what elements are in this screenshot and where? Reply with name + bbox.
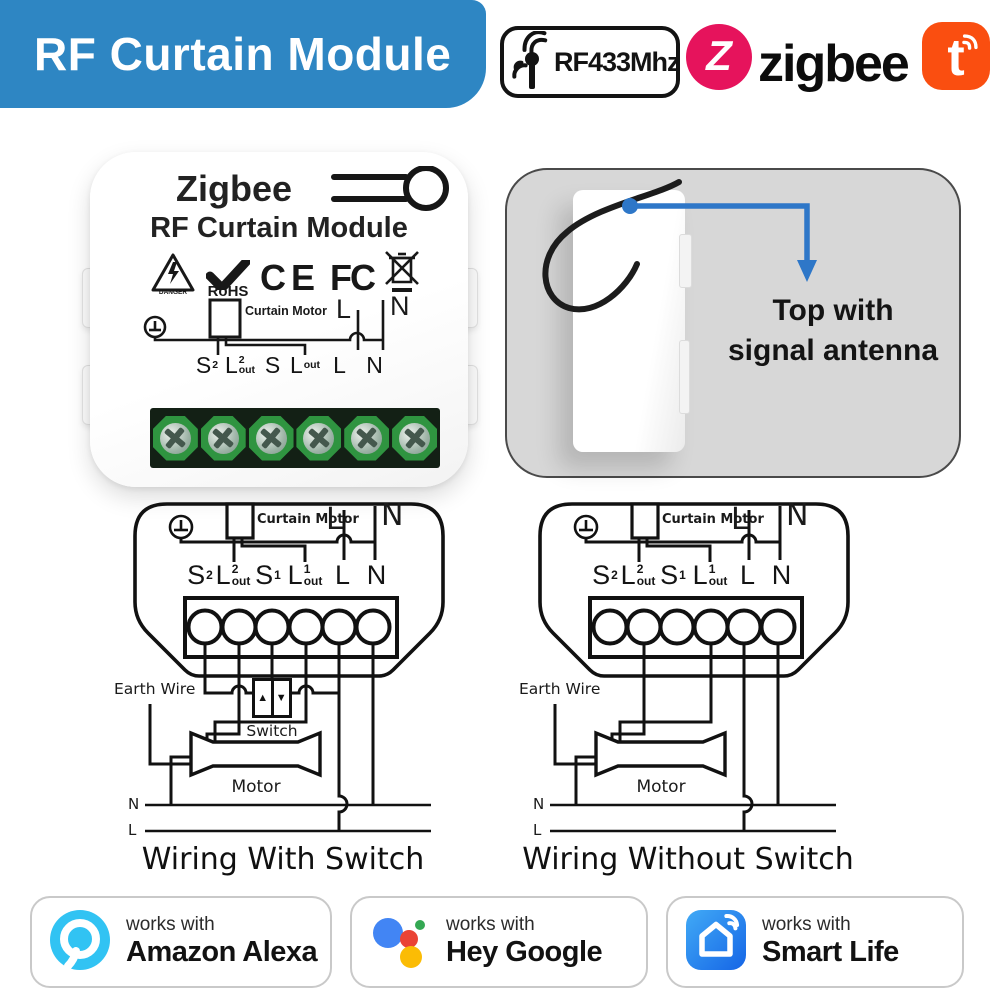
- danger-icon: DANGER: [150, 252, 196, 299]
- d1-earth-label: Earth Wire: [114, 680, 196, 698]
- d2-earth-label: Earth Wire: [519, 680, 601, 698]
- works-with-text: works with: [126, 914, 215, 936]
- terminal-block: [150, 408, 440, 468]
- d1-n-rail-label: N: [128, 795, 140, 813]
- page-title: RF Curtain Module: [34, 28, 452, 80]
- d2-n-rail-label: N: [533, 795, 545, 813]
- d1-l-rail-label: L: [128, 821, 137, 839]
- tuya-signal-arcs-icon: [960, 30, 982, 57]
- d1-top-n: N: [381, 498, 404, 533]
- device-side-photo: [573, 190, 692, 452]
- rohs-label: RoHS: [207, 283, 249, 300]
- device-brand: Zigbee: [176, 168, 293, 209]
- tuya-logo-icon: t: [922, 22, 990, 90]
- google-assistant-logo-icon: [368, 908, 432, 977]
- weee-bin-icon: [384, 250, 420, 299]
- rohs-icon: RoHS: [206, 260, 250, 299]
- fcc-mark: FC: [330, 257, 376, 298]
- device-schematic-lines: [90, 292, 468, 417]
- antenna-caption-line1: Top with: [772, 294, 894, 327]
- tuya-logo-letter: t: [947, 29, 965, 87]
- terminal-screw: [296, 415, 342, 461]
- works-with-google-badge: works with Hey Google: [350, 896, 648, 988]
- works-with-text: works with: [762, 914, 851, 936]
- alexa-name: Amazon Alexa: [126, 936, 318, 969]
- d2-top-n: N: [786, 498, 809, 533]
- switch-icon: ▲ ▼: [252, 678, 292, 718]
- zigbee-logo-letter: Z: [706, 32, 732, 79]
- d2-motor-label: Motor: [636, 777, 686, 797]
- pointer-arrow-icon: [622, 198, 817, 282]
- d1-curtain-motor-label: Curtain Motor: [257, 512, 359, 527]
- smart-life-logo-icon: [684, 908, 748, 977]
- terminal-screw: [248, 415, 294, 461]
- terminal-screw: [200, 415, 246, 461]
- certifications-row: DANGER RoHS CE FC: [150, 250, 420, 299]
- zigbee-wordmark: zigbee: [758, 35, 910, 93]
- works-with-text: works with: [446, 914, 535, 936]
- diagram2-lines: [528, 490, 908, 890]
- alexa-logo-icon: [48, 908, 112, 977]
- terminal-screw: [392, 415, 438, 461]
- rf433-label: RF433Mhz: [554, 46, 681, 77]
- d1-top-l: L: [326, 502, 343, 537]
- d2-l-rail-label: L: [533, 821, 542, 839]
- d2-curtain-motor-label: Curtain Motor: [662, 512, 764, 527]
- d1-switch-label: Switch: [246, 722, 298, 740]
- terminal-screw: [344, 415, 390, 461]
- ce-mark: CE: [260, 257, 321, 298]
- antenna-signal-icon: [510, 31, 556, 94]
- diagram2-caption: Wiring Without Switch: [522, 842, 854, 877]
- curtain-motor-label: Curtain Motor: [245, 304, 327, 318]
- switch-up-arrow: ▲: [257, 692, 269, 704]
- d1-motor-label: Motor: [231, 777, 281, 797]
- antenna-caption-line2: signal antenna: [727, 334, 939, 367]
- device-top-n: N: [390, 291, 410, 321]
- device-front-photo: Zigbee RF Curtain Module DANGER: [90, 152, 468, 487]
- zigbee-logo-icon: Z: [686, 24, 752, 90]
- curtain-pull-icon: [330, 166, 452, 217]
- diagram1-caption: Wiring With Switch: [141, 842, 425, 877]
- works-with-smartlife-badge: works with Smart Life: [666, 896, 964, 988]
- device-product-title: RF Curtain Module: [150, 212, 408, 244]
- device-top-l: L: [336, 294, 352, 324]
- antenna-wire-icon: [507, 170, 817, 476]
- switch-down-arrow: ▼: [270, 681, 290, 715]
- works-with-alexa-badge: works with Amazon Alexa: [30, 896, 332, 988]
- danger-label: DANGER: [158, 289, 188, 296]
- title-banner: RF Curtain Module: [0, 0, 486, 108]
- rf433-badge: RF433Mhz: [500, 26, 681, 98]
- diagram1-lines: [123, 490, 503, 890]
- terminal-screw: [152, 415, 198, 461]
- antenna-callout-panel: Top with signal antenna: [505, 168, 961, 478]
- d2-top-l: L: [731, 502, 748, 537]
- google-name: Hey Google: [446, 936, 603, 969]
- smartlife-name: Smart Life: [762, 936, 899, 969]
